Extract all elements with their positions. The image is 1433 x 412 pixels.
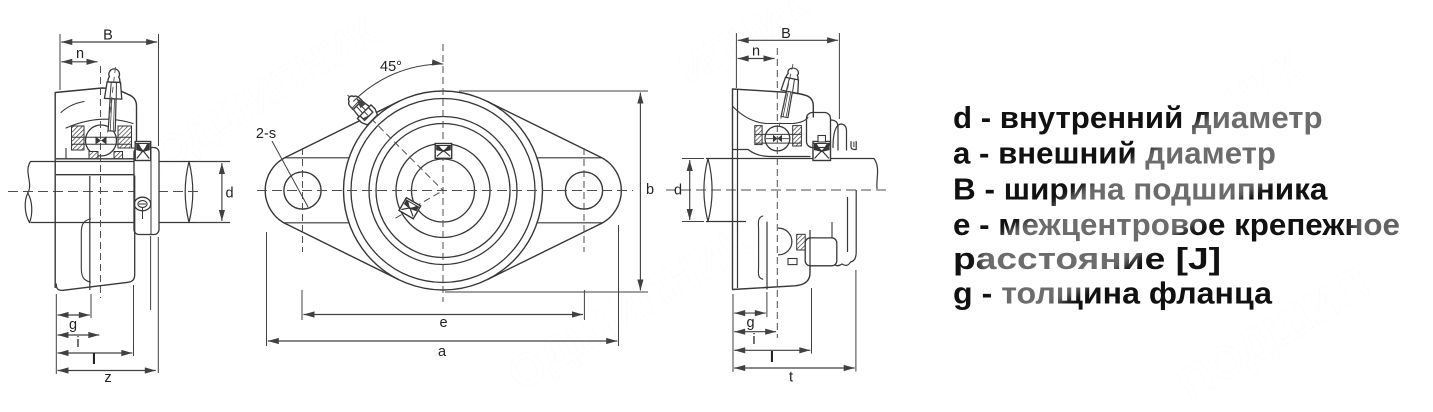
svg-text:45°: 45° (380, 59, 402, 75)
svg-text:t: t (789, 370, 793, 386)
svg-text:n: n (752, 44, 760, 60)
svg-text:b: b (646, 182, 654, 198)
svg-text:e: e (439, 315, 447, 331)
svg-text:B: B (781, 26, 791, 42)
svg-text:g: g (746, 315, 754, 331)
svg-text:a: a (438, 344, 447, 360)
svg-text:B: B (103, 28, 113, 44)
svg-text:2-s: 2-s (256, 126, 276, 142)
svg-text:l: l (770, 349, 774, 366)
svg-text:i: i (752, 332, 755, 348)
svg-text:d: d (674, 183, 682, 199)
svg-text:g: g (69, 317, 77, 333)
svg-text:z: z (104, 370, 111, 386)
svg-text:i: i (76, 335, 79, 351)
svg-text:l: l (92, 351, 96, 368)
svg-text:n: n (76, 46, 84, 62)
svg-text:d: d (226, 186, 234, 202)
